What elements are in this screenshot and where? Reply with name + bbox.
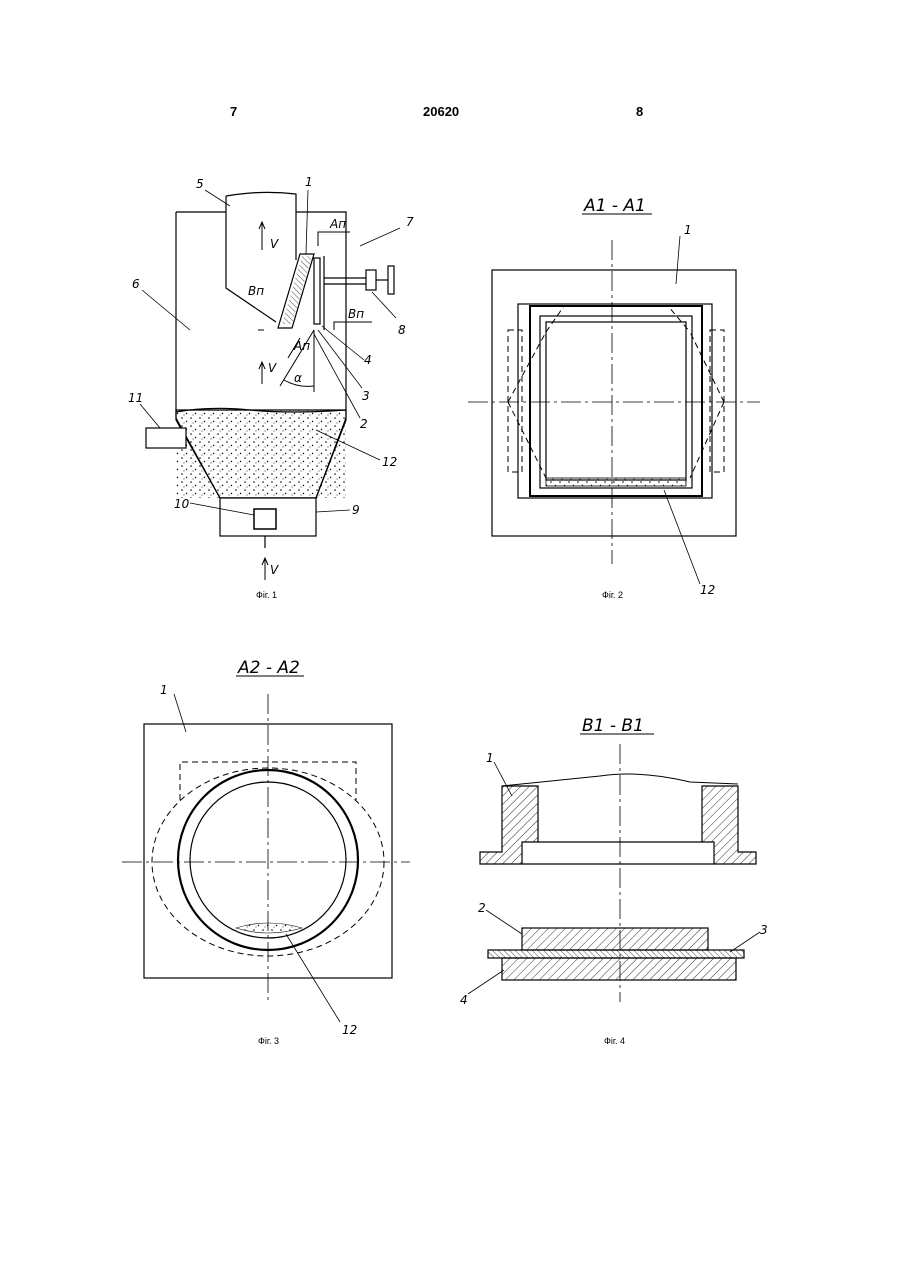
svg-text:12: 12: [342, 1023, 357, 1037]
fig4-caption: Фіг. 4: [604, 1036, 625, 1046]
svg-text:V: V: [270, 563, 279, 577]
fig2-caption: Фіг. 2: [602, 590, 623, 600]
svg-text:5: 5: [196, 177, 204, 191]
svg-text:12: 12: [700, 583, 715, 597]
figure-2-labels: A1 - A1 1 12: [583, 196, 715, 597]
svg-text:6: 6: [132, 277, 140, 291]
svg-text:3: 3: [362, 389, 370, 403]
figure-3-labels: A2 - A2 1 12: [160, 658, 357, 1037]
svg-text:1: 1: [684, 223, 692, 237]
svg-text:Aп: Aп: [329, 217, 346, 231]
svg-text:A2 - A2: A2 - A2: [237, 658, 300, 678]
figure-4: [468, 734, 760, 1002]
svg-text:1: 1: [305, 175, 313, 189]
svg-text:1: 1: [160, 683, 168, 697]
svg-text:1: 1: [486, 751, 494, 765]
svg-text:α: α: [294, 371, 302, 385]
svg-text:A1 - A1: A1 - A1: [583, 196, 646, 216]
svg-text:Bп: Bп: [348, 307, 364, 321]
svg-text:V: V: [268, 361, 277, 375]
svg-text:11: 11: [128, 391, 143, 405]
svg-text:4: 4: [460, 993, 468, 1007]
fig3-caption: Фіг. 3: [258, 1036, 279, 1046]
figure-2: [468, 214, 760, 584]
svg-text:7: 7: [406, 215, 414, 229]
svg-text:Bп: Bп: [248, 284, 264, 298]
fig1-caption: Фіг. 1: [256, 590, 277, 600]
svg-text:12: 12: [382, 455, 397, 469]
svg-text:8: 8: [398, 323, 406, 337]
svg-text:2: 2: [478, 901, 486, 915]
svg-text:10: 10: [174, 497, 190, 511]
figure-3: [122, 676, 410, 1022]
svg-text:9: 9: [352, 503, 360, 517]
svg-text:4: 4: [364, 353, 372, 367]
svg-text:Aп: Aп: [293, 339, 310, 353]
svg-text:V: V: [270, 237, 279, 251]
svg-text:3: 3: [760, 923, 768, 937]
svg-text:2: 2: [360, 417, 368, 431]
svg-text:B1 - B1: B1 - B1: [582, 716, 644, 736]
